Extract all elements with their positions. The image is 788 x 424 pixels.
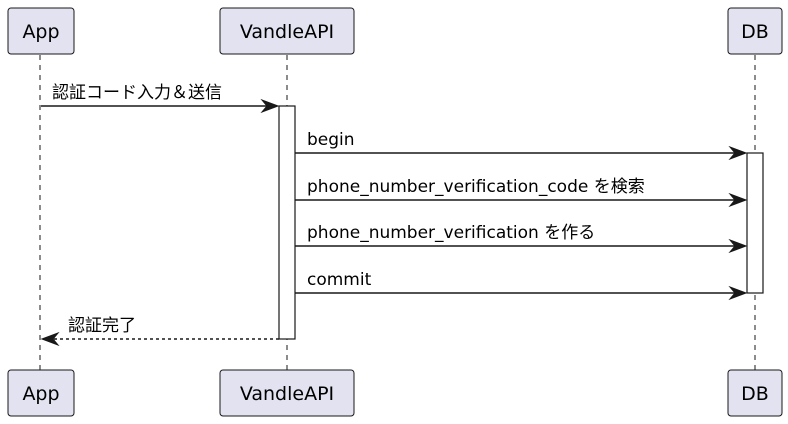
participant-db-bottom: DB (727, 369, 783, 417)
participant-app-bottom: App (7, 369, 75, 417)
message-search-verification-code: phone_number_verification_code を検索 (295, 177, 748, 208)
message-label: begin (307, 130, 355, 150)
arrowhead (728, 285, 748, 301)
message-begin: begin (295, 130, 748, 161)
message-create-verification: phone_number_verification を作る (295, 223, 748, 254)
arrowhead (40, 331, 60, 347)
participant-label: DB (741, 383, 769, 405)
participant-db-top: DB (727, 7, 783, 55)
participant-label: VandleAPI (240, 21, 334, 43)
participant-vandleapi-top: VandleAPI (219, 7, 355, 55)
message-commit: commit (295, 270, 748, 301)
arrowhead (728, 192, 748, 208)
message-auth-complete: 認証完了 (40, 316, 279, 347)
participant-label: App (22, 21, 59, 43)
message-auth-code-submit: 認証コード入力＆送信 (41, 83, 280, 114)
participant-label: App (22, 383, 59, 405)
participant-label: VandleAPI (240, 383, 334, 405)
message-label: 認証コード入力＆送信 (52, 83, 222, 103)
activation-vandleapi (278, 105, 296, 340)
message-label: 認証完了 (68, 316, 136, 336)
participant-app-top: App (7, 7, 75, 55)
arrowhead (728, 145, 748, 161)
message-label: phone_number_verification を作る (307, 223, 595, 243)
participant-vandleapi-bottom: VandleAPI (219, 369, 355, 417)
message-label: commit (307, 270, 372, 290)
activation-db (746, 152, 764, 294)
message-label: phone_number_verification_code を検索 (307, 177, 645, 197)
arrowhead (728, 238, 748, 254)
participant-label: DB (741, 21, 769, 43)
arrowhead (260, 98, 280, 114)
